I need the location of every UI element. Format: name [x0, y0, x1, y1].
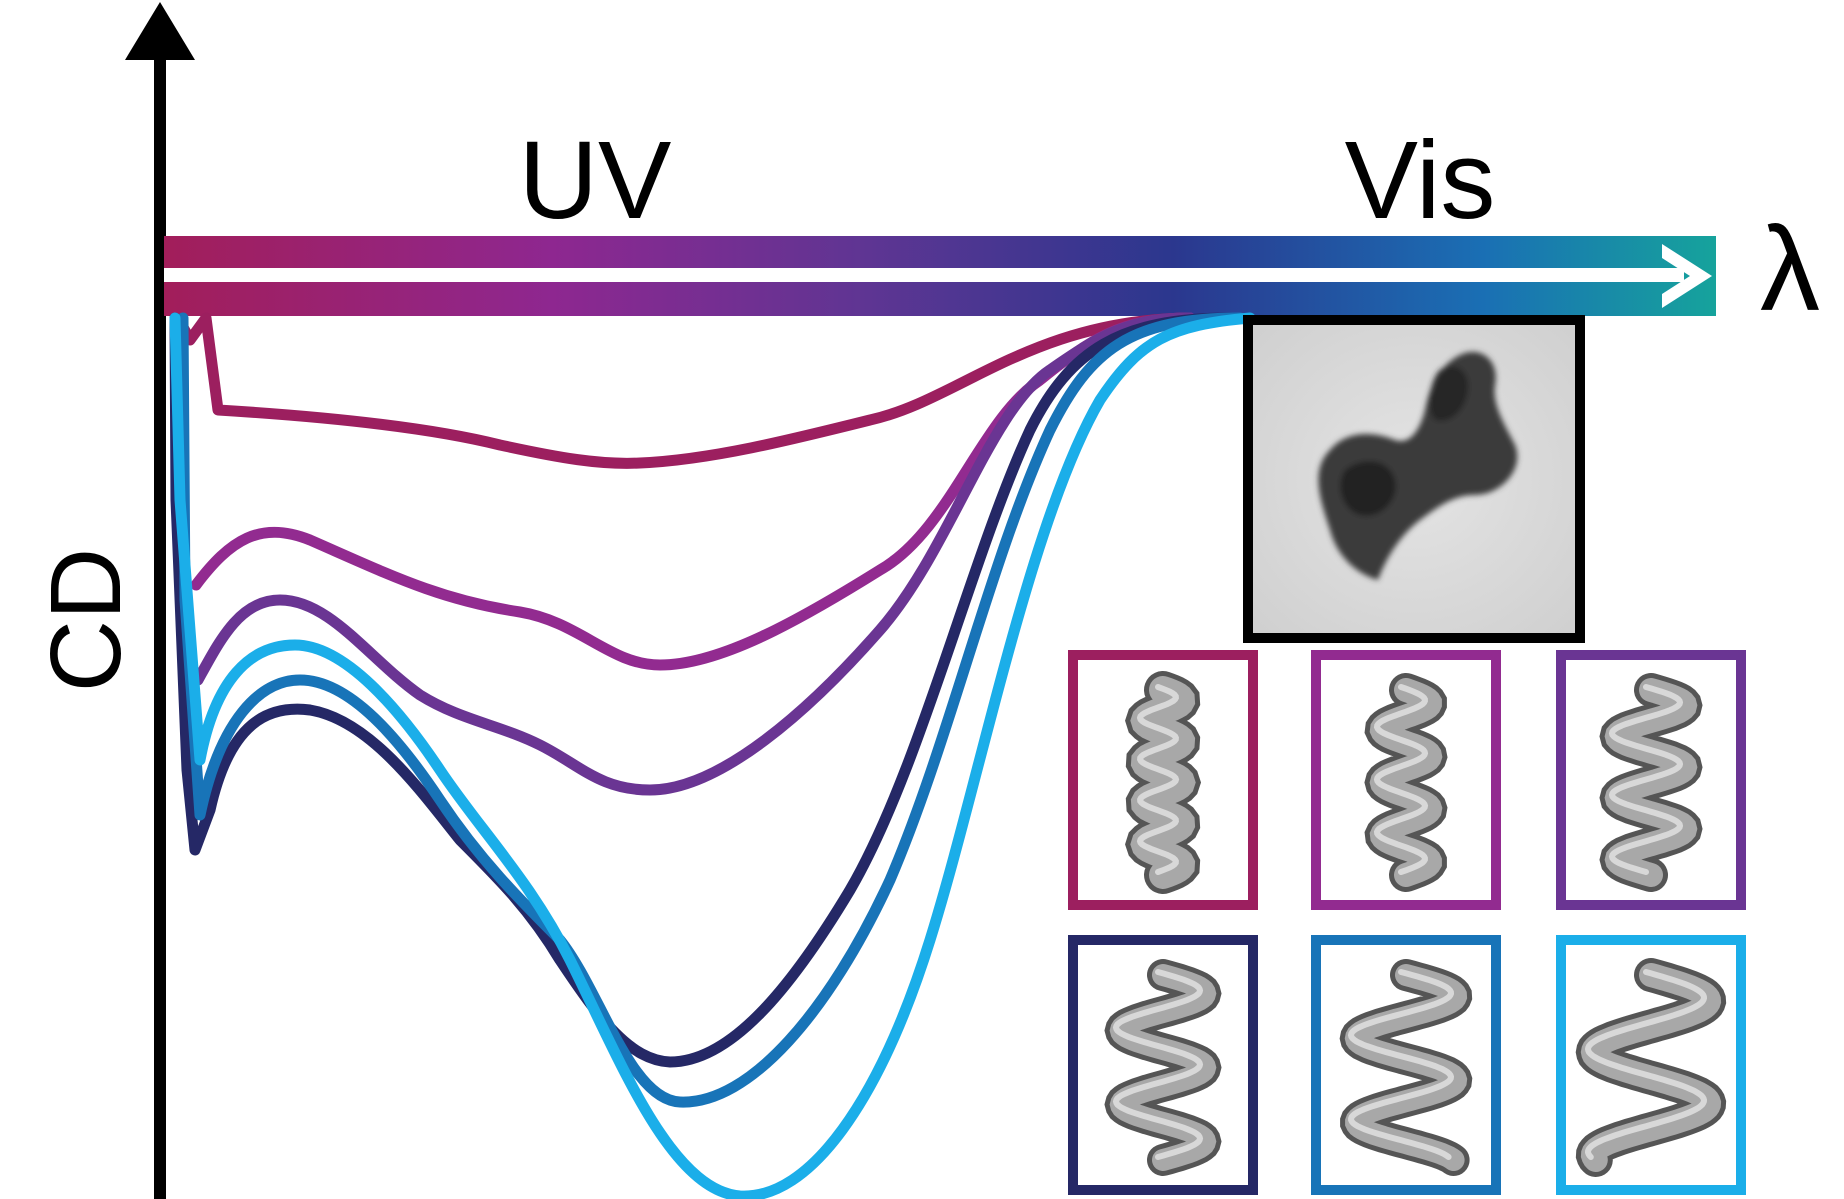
spectrum-curve-1	[172, 312, 1196, 469]
y-axis-label: CD	[30, 548, 142, 692]
y-axis-arrowhead	[125, 2, 195, 60]
helix-coil-highlight	[1347, 969, 1455, 1160]
spectrum-curve-5	[177, 312, 1246, 1108]
spectrum-curve-4	[169, 312, 1236, 1068]
tem-particle	[1318, 351, 1518, 580]
x-axis-arrowhead	[1662, 244, 1712, 308]
spectrum-curves	[169, 312, 1256, 1199]
helix-coil	[1604, 678, 1698, 887]
helix-coil-highlight	[1136, 684, 1180, 875]
x-axis-bar	[164, 236, 1716, 316]
helix-coil-highlight	[1608, 684, 1684, 875]
helix-coil-highlight	[1112, 969, 1204, 1160]
spectrum-curve-3	[192, 312, 1196, 796]
y-axis	[125, 2, 195, 1199]
tem-micrograph-inset	[1243, 315, 1585, 643]
helix-coil-highlight	[1584, 969, 1708, 1160]
x-axis-label: λ	[1760, 202, 1820, 336]
region-label-vis: Vis	[1345, 119, 1496, 242]
helix-model-2	[1311, 650, 1501, 910]
helix-coil-highlight	[1373, 684, 1429, 875]
helix-model-5	[1311, 935, 1501, 1195]
region-label-uv: UV	[519, 119, 672, 242]
helix-model-6	[1556, 935, 1746, 1195]
spectrum-curve-6	[169, 312, 1256, 1199]
helix-model-1	[1068, 650, 1258, 910]
helix-model-4	[1068, 935, 1258, 1195]
helix-model-3	[1556, 650, 1746, 910]
helix-model-insets	[1068, 650, 1746, 1195]
